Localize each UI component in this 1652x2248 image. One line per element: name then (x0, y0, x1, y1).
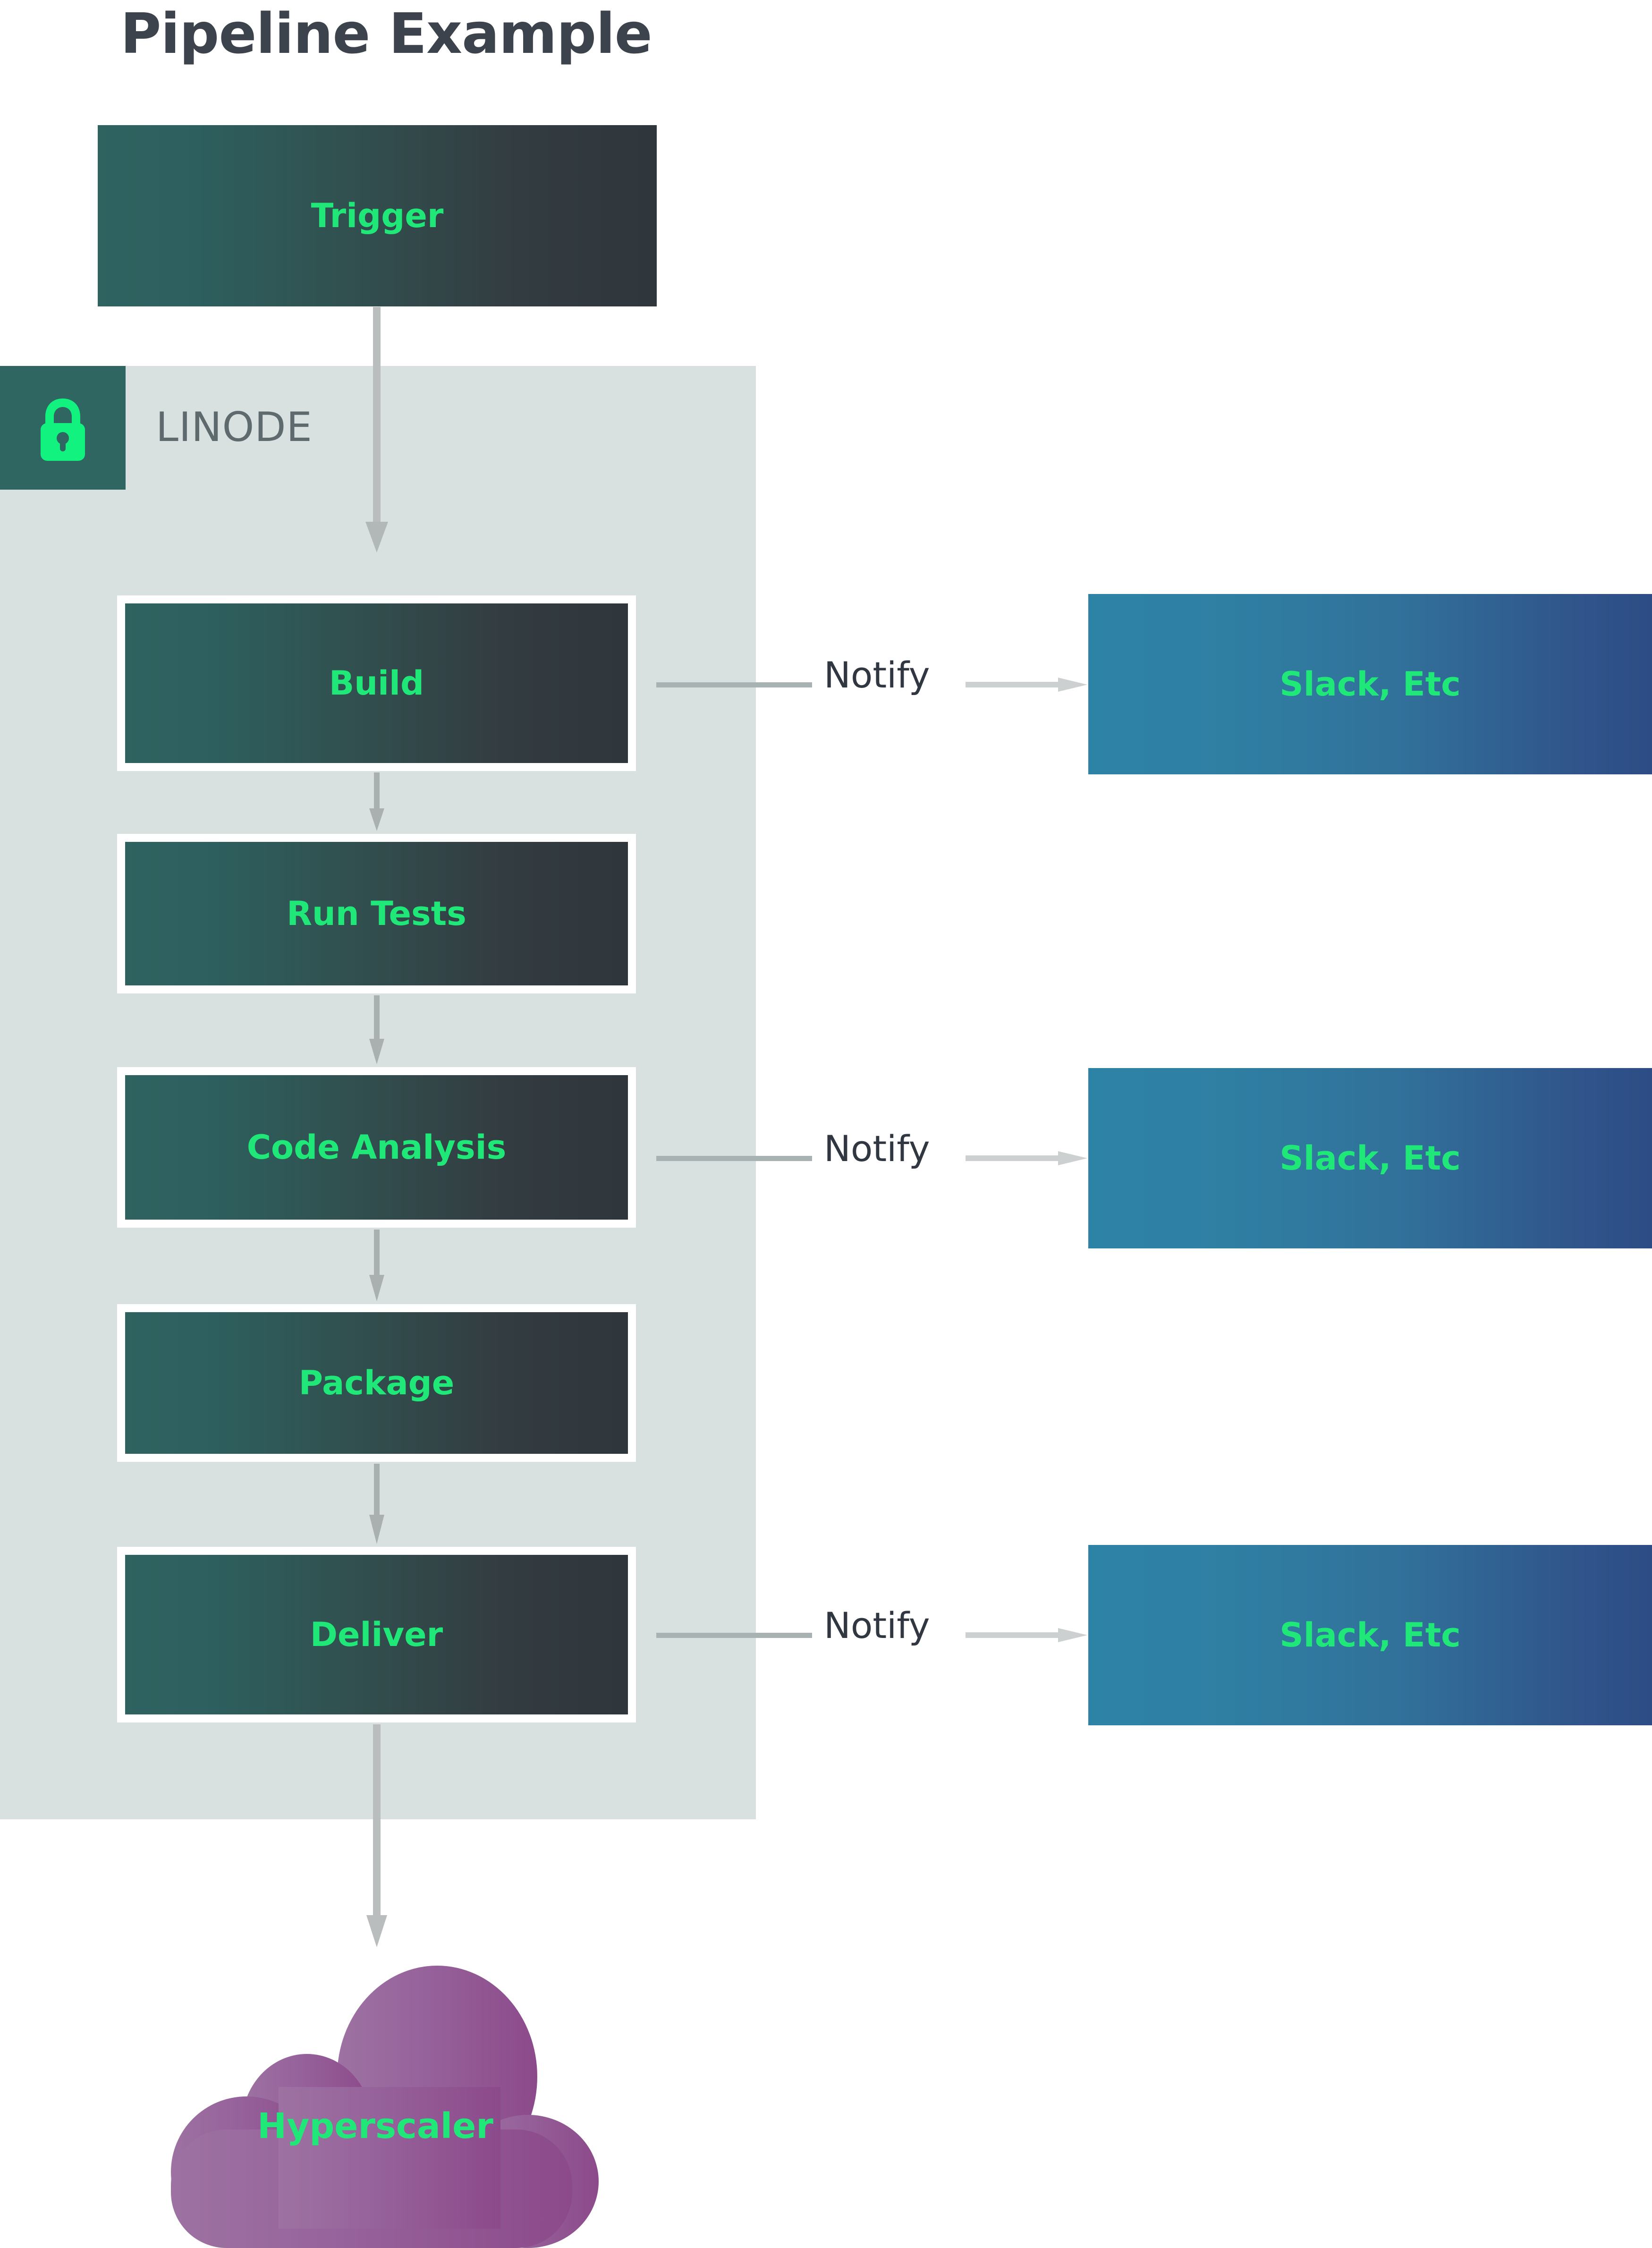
stage-box-deliver[interactable]: Deliver (117, 1547, 636, 1722)
notify-connector-code-analysis: Notify (656, 1128, 1091, 1170)
arrow-package-to-deliver (369, 1464, 384, 1544)
notify-target-label-1: Slack, Etc (1279, 665, 1461, 704)
stage-label-deliver: Deliver (310, 1615, 443, 1654)
cloud-label: Hyperscaler (257, 2106, 493, 2146)
stage-label-run-tests: Run Tests (287, 894, 466, 933)
linode-badge (0, 366, 126, 490)
stage-box-code-analysis[interactable]: Code Analysis (117, 1067, 636, 1228)
notify-arrow-deliver (966, 1628, 1087, 1642)
stage-label-build: Build (329, 664, 424, 703)
notify-line-build (656, 682, 812, 687)
stage-label-code-analysis: Code Analysis (246, 1128, 507, 1167)
notify-connector-deliver: Notify (656, 1604, 1091, 1646)
notify-arrow-code-analysis (966, 1151, 1087, 1165)
linode-zone-label: LINODE (156, 404, 313, 451)
arrow-code-analysis-to-package (369, 1230, 384, 1301)
notify-label-deliver: Notify (824, 1604, 930, 1646)
notify-arrow-build (966, 678, 1087, 692)
notify-label-build: Notify (824, 654, 930, 696)
notify-target-slack-2[interactable]: Slack, Etc (1088, 1068, 1652, 1248)
notify-label-code-analysis: Notify (824, 1128, 930, 1170)
notify-line-code-analysis (656, 1156, 812, 1161)
stage-label-package: Package (298, 1364, 455, 1402)
stage-box-package[interactable]: Package (117, 1304, 636, 1462)
notify-line-deliver (656, 1633, 812, 1638)
lock-icon (41, 399, 85, 461)
stage-box-build[interactable]: Build (117, 595, 636, 771)
notify-target-slack-3[interactable]: Slack, Etc (1088, 1545, 1652, 1725)
cloud-icon (171, 1966, 599, 2248)
arrow-build-to-run-tests (369, 772, 384, 831)
stage-box-trigger[interactable]: Trigger (98, 125, 657, 306)
hyperscaler-cloud[interactable]: Hyperscaler (137, 1945, 614, 2248)
stage-box-run-tests[interactable]: Run Tests (117, 834, 636, 993)
arrow-run-tests-to-code-analysis (369, 995, 384, 1064)
page-title: Pipeline Example (120, 1, 652, 66)
stage-label-trigger: Trigger (311, 196, 444, 235)
notify-connector-build: Notify (656, 654, 1091, 696)
notify-target-label-3: Slack, Etc (1279, 1616, 1461, 1654)
arrow-deliver-to-hyperscaler (366, 1724, 387, 1947)
arrow-trigger-to-build (365, 307, 388, 552)
notify-target-slack-1[interactable]: Slack, Etc (1088, 594, 1652, 774)
notify-target-label-2: Slack, Etc (1279, 1139, 1461, 1178)
